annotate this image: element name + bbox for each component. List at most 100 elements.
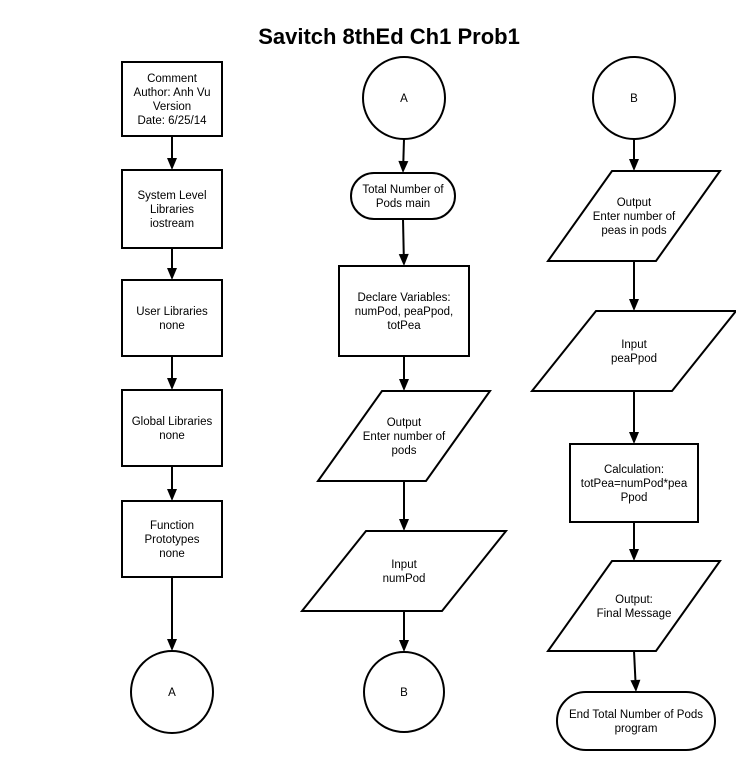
declare-vars-node: Declare Variables:numPod, peaPpod,totPea <box>338 265 470 357</box>
global-libs-node: Global Libraries none <box>121 389 223 467</box>
circle-shape <box>363 651 445 733</box>
node-label: iostream <box>150 218 194 230</box>
rect-shape <box>121 61 223 137</box>
arrow-head <box>629 159 639 171</box>
node-label: pods <box>392 445 417 457</box>
parallelogram-shape <box>546 560 722 652</box>
edges-layer <box>167 136 641 692</box>
connector-b-out-node: B <box>363 651 445 733</box>
node-label: Libraries <box>150 204 194 216</box>
flow-arrow <box>630 650 641 692</box>
arrow-head <box>167 639 177 651</box>
node-label: A <box>168 687 176 699</box>
arrow-head <box>399 379 409 391</box>
connector-a-in-node: A <box>362 56 446 140</box>
node-label: B <box>630 93 638 105</box>
node-label: Output <box>617 197 652 209</box>
node-label: none <box>159 548 185 560</box>
connector-a-out-node: A <box>130 650 214 734</box>
flow-arrow <box>167 466 177 501</box>
flow-arrow <box>399 611 409 652</box>
arrow-head <box>167 268 177 280</box>
calculation-node: Calculation:totPea=numPod*peaPpod <box>569 443 699 523</box>
flow-line <box>402 218 405 255</box>
node-label: peaPpod <box>611 353 657 365</box>
node-label: Enter number of <box>363 431 446 443</box>
node-label: B <box>400 687 408 699</box>
arrow-head <box>399 519 409 531</box>
node-label: Calculation: <box>604 464 664 476</box>
node-label: numPod, peaPpod, <box>355 306 453 318</box>
circle-shape <box>362 56 446 140</box>
flow-arrow <box>167 577 177 651</box>
node-label: User Libraries <box>136 306 208 318</box>
node-label: totPea <box>387 320 421 332</box>
flow-arrow <box>398 218 409 266</box>
node-label: End Total Number of Pods <box>569 709 703 721</box>
node-label: Prototypes <box>145 534 200 546</box>
terminal-shape <box>556 691 716 751</box>
user-libs-node: User Libraries none <box>121 279 223 357</box>
node-label: Output <box>387 417 422 429</box>
arrow-head <box>167 158 177 170</box>
flow-arrow <box>399 481 409 531</box>
flow-arrow <box>399 356 409 391</box>
end-node: End Total Number of Pods program <box>556 691 716 751</box>
input-peappod-node: Input peaPpod <box>529 310 736 392</box>
node-label: Author: Anh Vu <box>134 87 211 99</box>
rect-shape <box>121 500 223 578</box>
terminal-shape <box>350 172 456 220</box>
parallelogram-shape <box>299 530 509 612</box>
node-label: numPod <box>383 573 426 585</box>
node-label: Comment <box>147 73 198 85</box>
node-label: Version <box>153 101 191 113</box>
circle-shape <box>592 56 676 140</box>
node-label: Global Libraries <box>132 416 213 428</box>
node-label: Total Number of <box>362 184 444 196</box>
diagram-title: Savitch 8thEd Ch1 Prob1 <box>258 24 520 49</box>
parallelogram-shape <box>529 310 736 392</box>
flow-arrow <box>629 391 639 444</box>
node-label: peas in pods <box>601 225 666 237</box>
arrow-head <box>398 160 409 173</box>
flow-arrow <box>398 138 409 173</box>
node-label: System Level <box>137 190 206 202</box>
node-label: totPea=numPod*pea <box>581 478 688 490</box>
arrow-head <box>167 378 177 390</box>
node-label: program <box>615 723 658 735</box>
rect-shape <box>121 279 223 357</box>
flow-arrow <box>167 248 177 280</box>
node-label: Function <box>150 520 194 532</box>
start-node: Total Number of Pods main <box>350 172 456 220</box>
flow-arrow <box>167 356 177 390</box>
rect-shape <box>121 169 223 249</box>
arrow-head <box>630 679 641 692</box>
node-label: Pods main <box>376 198 430 210</box>
rect-shape <box>121 389 223 467</box>
node-label: Output: <box>615 594 653 606</box>
rect-shape <box>338 265 470 357</box>
node-label: none <box>159 430 185 442</box>
parallelogram-shape <box>546 170 722 262</box>
parallelogram-shape <box>316 390 492 482</box>
node-label: Final Message <box>597 608 672 620</box>
circle-shape <box>130 650 214 734</box>
node-label: none <box>159 320 185 332</box>
node-label: A <box>400 93 408 105</box>
arrow-head <box>629 432 639 444</box>
flow-arrow <box>629 261 639 311</box>
connector-b-in-node: B <box>592 56 676 140</box>
flow-arrow <box>167 136 177 170</box>
arrow-head <box>629 549 639 561</box>
node-label: Enter number of <box>593 211 676 223</box>
flow-arrow <box>629 522 639 561</box>
node-label: Input <box>621 339 647 351</box>
